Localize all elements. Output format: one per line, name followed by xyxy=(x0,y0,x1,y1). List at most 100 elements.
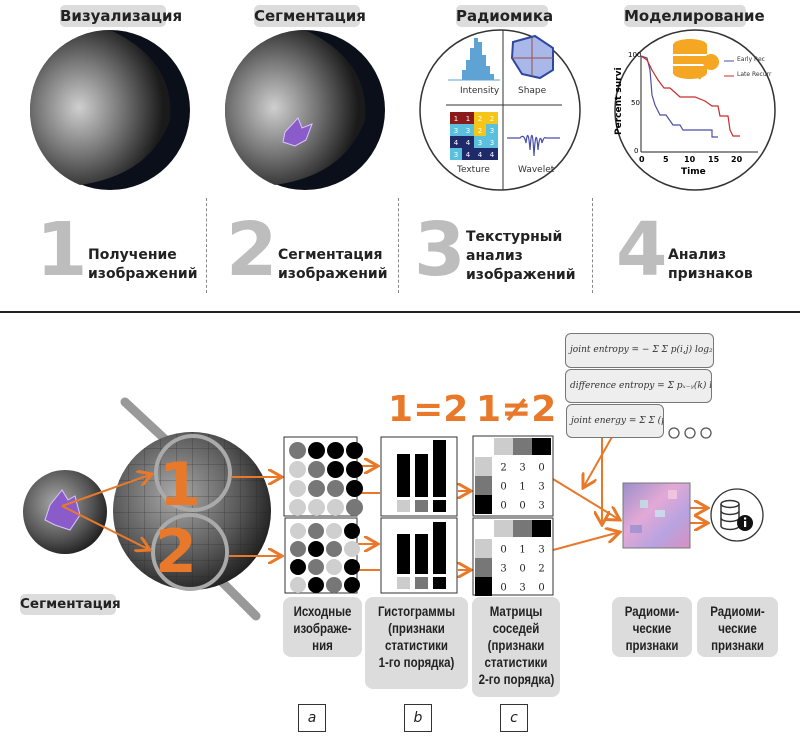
matrix-value: 1 xyxy=(519,482,525,493)
pixel-dot xyxy=(326,541,342,557)
pixel-dot xyxy=(308,480,325,497)
matrix-value: 3 xyxy=(538,545,544,556)
pixel-dot xyxy=(289,499,306,516)
texture-cell xyxy=(450,112,462,124)
pixel-dot xyxy=(308,461,325,478)
matrix-header-cell xyxy=(475,457,492,476)
texture-cell xyxy=(462,124,474,136)
pixel-dot xyxy=(346,461,363,478)
xtick-20: 20 xyxy=(731,155,743,164)
matrix-value: 0 xyxy=(500,545,506,556)
texture-cell-value: 3 xyxy=(478,139,482,147)
pixel-dot xyxy=(327,499,344,516)
pixel-dot xyxy=(289,480,306,497)
panel-letter-c: c xyxy=(500,704,528,732)
magnifier-number-2: 2 xyxy=(155,517,197,587)
pixel-dot xyxy=(308,559,324,575)
mammogram-image-2 xyxy=(224,30,385,190)
shape-icon xyxy=(510,34,554,80)
pixel-dot xyxy=(346,442,363,459)
formula-joint-entropy: joint entropy = − Σ Σ p(i,j) log₂ (p(i,j… xyxy=(565,333,714,368)
magnifier-handle xyxy=(120,397,173,447)
legend-early: Early Rec xyxy=(737,56,765,63)
pixel-dot xyxy=(327,480,344,497)
pixel-dot xyxy=(290,559,306,575)
texture-cell xyxy=(450,148,462,160)
texture-cell xyxy=(462,136,474,148)
texture-label: Texture xyxy=(457,165,490,175)
pixel-dot xyxy=(290,541,306,557)
matrix-value: 0 xyxy=(500,482,506,493)
ytick-50: 50 xyxy=(631,99,640,107)
texture-cell-value: 4 xyxy=(454,139,459,147)
intensity-label: Intensity xyxy=(460,86,500,96)
matrix-value: 3 xyxy=(538,501,544,512)
equal-equation: 1=2 xyxy=(388,389,469,430)
texture-cell xyxy=(474,136,486,148)
magnifier-handle xyxy=(217,577,261,621)
title-modeling: Моделирование xyxy=(624,5,765,27)
pixel-dot xyxy=(344,541,360,557)
matrix-value: 0 xyxy=(519,501,525,512)
texture-cell xyxy=(486,124,498,136)
pixel-dot xyxy=(346,499,363,516)
formula-joint-energy: joint energy = Σ Σ (p(i,j))² xyxy=(566,404,664,438)
pixel-dot xyxy=(290,523,306,539)
texture-cell-value: 2 xyxy=(490,115,494,123)
title-segmentation: Сегментация xyxy=(254,5,366,27)
not-equal-equation: 1≠2 xyxy=(476,389,557,430)
pixel-dot xyxy=(289,442,306,459)
pixel-dot xyxy=(308,442,325,459)
panel-letter-a: a xyxy=(298,704,326,732)
matrix-header-cell xyxy=(513,520,532,537)
pixel-dot xyxy=(308,523,324,539)
texture-cell-value: 4 xyxy=(478,151,483,159)
xtick-0: 0 xyxy=(639,155,645,164)
database-key-icon xyxy=(673,39,719,80)
series-late-recurrence xyxy=(640,55,740,137)
matrix-header-cell xyxy=(475,577,492,596)
matrix-value: 1 xyxy=(519,545,525,556)
texture-cell xyxy=(474,148,486,160)
database-info-icon xyxy=(710,488,764,542)
step-number-3: 3 xyxy=(414,207,466,293)
pixel-dot xyxy=(308,499,325,516)
texture-cell-value: 4 xyxy=(466,139,471,147)
step-number-1: 1 xyxy=(36,207,88,293)
tumor-segmentation xyxy=(282,117,313,147)
texture-cell-value: 3 xyxy=(466,127,470,135)
mammogram-image-1 xyxy=(29,30,190,190)
magnifier-2 xyxy=(151,513,229,591)
pixel-dot xyxy=(308,541,324,557)
segmented-mammogram-thumbnail xyxy=(23,470,107,554)
texture-cell xyxy=(486,112,498,124)
pixel-dot xyxy=(308,577,324,593)
matrix-value: 0 xyxy=(500,583,506,594)
xtick-5: 5 xyxy=(663,155,669,164)
matrix-header-cell xyxy=(475,539,492,558)
texture-cell-value: 2 xyxy=(478,115,482,123)
divider xyxy=(592,198,593,293)
texture-cell-value: 3 xyxy=(454,127,458,135)
texture-cell xyxy=(486,148,498,160)
ytick-0: 0 xyxy=(634,147,639,155)
pixel-dot xyxy=(326,577,342,593)
radiomic-feature-map xyxy=(622,482,691,549)
matrix-value: 0 xyxy=(500,501,506,512)
pixel-dot xyxy=(326,523,342,539)
pixel-dot xyxy=(327,442,344,459)
matrix-value: 0 xyxy=(538,583,544,594)
texture-cell xyxy=(462,148,474,160)
wavelet-icon xyxy=(507,134,560,157)
